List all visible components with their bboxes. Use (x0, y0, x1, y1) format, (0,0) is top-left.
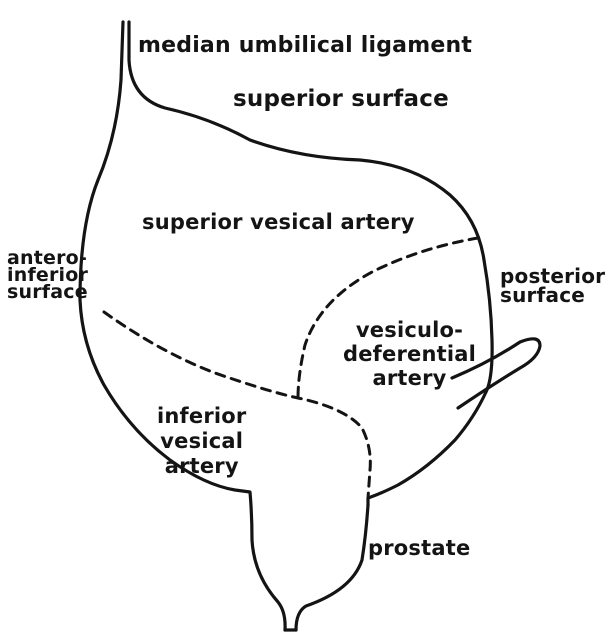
posterior-surface-line-2: surface (500, 286, 605, 305)
median-umbilical-ligament-label: median umbilical ligament (138, 35, 472, 57)
vesiculo-deferential-artery-line-1: vesiculo- (343, 318, 476, 342)
inferior-vesical-artery-label: inferior vesical artery (157, 404, 246, 479)
inferior-vesical-artery-line-2: vesical (157, 429, 246, 454)
vesiculo-deferential-artery-line-3: artery (343, 366, 476, 390)
inferior-vesical-artery-line-1: inferior (157, 404, 246, 429)
prostate-label: prostate (368, 538, 470, 559)
vesiculo-deferential-artery-line-2: deferential (343, 342, 476, 366)
inferior-vesical-artery-line-3: artery (157, 454, 246, 479)
antero-inferior-surface-label: antero- inferior surface (7, 250, 88, 301)
prostate-outline (296, 505, 368, 630)
posterior-surface-label: posterior surface (500, 267, 605, 305)
superior-surface-label: superior surface (233, 88, 449, 111)
vesiculo-deferential-artery-label: vesiculo- deferential artery (343, 318, 476, 390)
superior-vesical-artery-label: superior vesical artery (142, 212, 415, 233)
antero-inferior-surface-line-3: surface (7, 284, 88, 301)
